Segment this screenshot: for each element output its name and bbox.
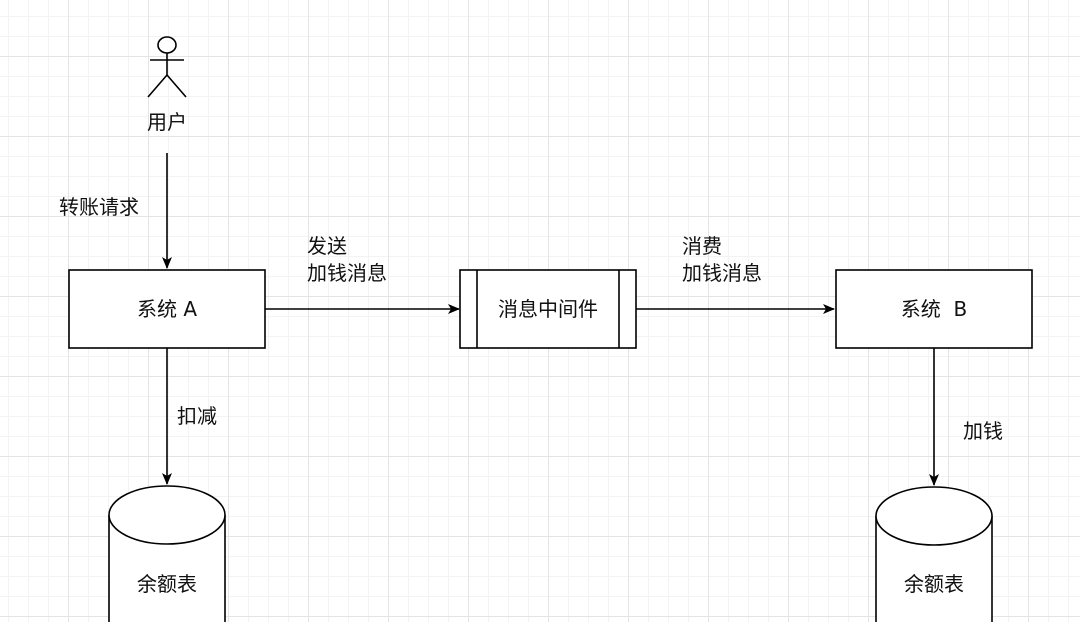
system-a-label: 系统 A (136, 297, 198, 321)
db-a-cylinder (108, 485, 226, 622)
add-money-label: 加钱 (963, 419, 1003, 443)
send-label-line2: 加钱消息 (307, 261, 387, 285)
system-b-label: 系统 B (900, 297, 968, 321)
send-label-line1: 发送 (307, 234, 347, 258)
system-b-box (835, 269, 1033, 349)
middleware-box (459, 269, 637, 349)
transfer-request-label: 转账请求 (59, 195, 139, 219)
db-b-cylinder (875, 486, 993, 622)
consume-label-line2: 加钱消息 (682, 261, 762, 285)
deduct-label: 扣减 (177, 404, 217, 428)
db-a-label: 余额表 (137, 572, 197, 596)
user-label: 用户 (147, 110, 187, 134)
system-a-box (68, 269, 266, 349)
db-b-label: 余额表 (904, 572, 964, 596)
user-actor-icon (147, 36, 187, 98)
middleware-label: 消息中间件 (498, 297, 598, 321)
consume-label-line1: 消费 (682, 234, 722, 258)
